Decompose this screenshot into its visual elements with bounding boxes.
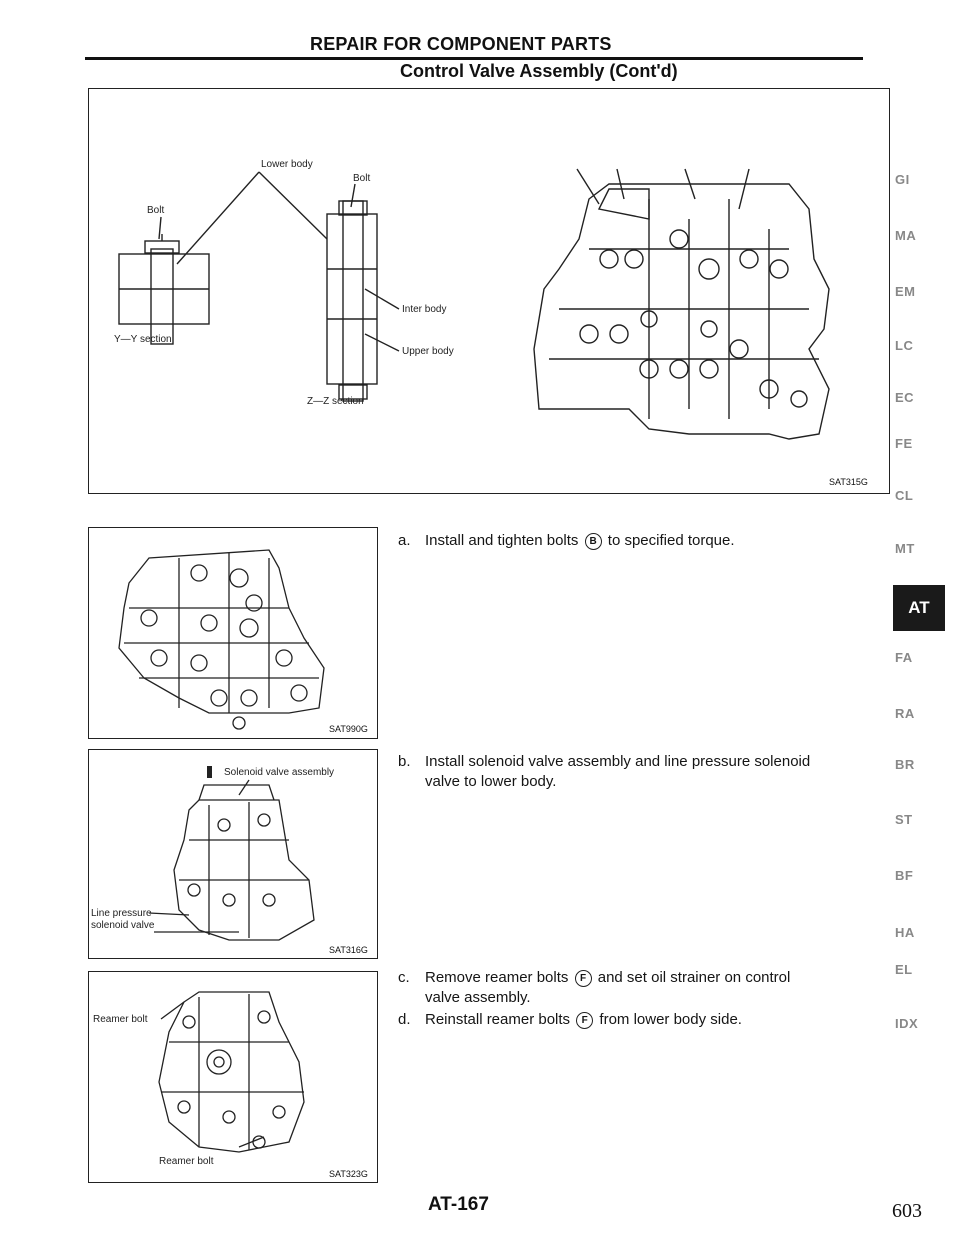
side-tab-cl[interactable]: CL xyxy=(895,488,914,503)
bolt-f-marker: F xyxy=(574,969,592,987)
step-d: d. Reinstall reamer bolts F from lower bo… xyxy=(398,1010,742,1030)
figure-2-code: SAT316G xyxy=(329,945,368,955)
step-b-label: b. xyxy=(398,753,411,770)
side-tab-ra[interactable]: RA xyxy=(895,706,915,721)
section-title: REPAIR FOR COMPONENT PARTS xyxy=(310,34,612,54)
side-tab-fe[interactable]: FE xyxy=(895,436,913,451)
label-zz-section: Z—Z section xyxy=(307,396,364,407)
step-d-label: d. xyxy=(398,1011,411,1028)
step-c-text-1: Remove reamer bolts xyxy=(425,969,569,986)
header-rule xyxy=(85,57,863,60)
figure-1: SAT990G xyxy=(88,527,378,739)
valve-body-bolts-b-diagram xyxy=(118,549,325,730)
side-tab-ec[interactable]: EC xyxy=(895,390,915,405)
side-tab-br[interactable]: BR xyxy=(895,757,915,772)
step-b-line-1: Install solenoid valve assembly and line… xyxy=(425,753,811,770)
label-reamer-bolt-top: Reamer bolt xyxy=(93,1014,148,1025)
side-tab-at-active[interactable]: AT xyxy=(893,585,945,631)
label-line-pressure-2: solenoid valve xyxy=(91,920,155,931)
label-inter-body: Inter body xyxy=(402,304,446,315)
step-d-text-2: from lower body side. xyxy=(599,1011,742,1028)
side-tab-fa[interactable]: FA xyxy=(895,650,913,665)
step-b: b. Install solenoid valve assembly and li… xyxy=(398,752,810,792)
side-tab-mt[interactable]: MT xyxy=(895,541,915,556)
side-tab-st[interactable]: ST xyxy=(895,812,913,827)
side-tab-lc[interactable]: LC xyxy=(895,338,914,353)
page-subtitle: Control Valve Assembly (Cont'd) xyxy=(400,61,678,81)
step-a: a. Install and tighten bolts B to specifi… xyxy=(398,531,735,551)
control-valve-section-diagram: Lower body Bolt Bolt Inter body Upper bo… xyxy=(114,159,830,440)
side-tab-em[interactable]: EM xyxy=(895,284,916,299)
bolt-b-marker: B xyxy=(584,532,602,550)
side-tab-gi[interactable]: GI xyxy=(895,172,910,187)
side-tab-idx[interactable]: IDX xyxy=(895,1016,919,1031)
reamer-bolts-diagram: Reamer bolt Reamer bolt xyxy=(93,991,305,1167)
side-tab-el[interactable]: EL xyxy=(895,962,913,977)
label-solenoid-assembly: Solenoid valve assembly xyxy=(224,767,334,778)
step-a-text-2: to specified torque. xyxy=(607,532,735,549)
side-tab-ma[interactable]: MA xyxy=(895,228,917,243)
step-a-label: a. xyxy=(398,532,411,549)
figure-1-code: SAT990G xyxy=(329,724,368,734)
step-c-label: c. xyxy=(398,969,410,986)
step-a-text-1: Install and tighten bolts xyxy=(425,532,579,549)
label-upper-body: Upper body xyxy=(402,346,454,357)
bolt-f-marker: F xyxy=(576,1011,594,1029)
step-c: c. Remove reamer bolts F and set oil stra… xyxy=(398,968,790,1008)
label-lower-body: Lower body xyxy=(261,159,313,170)
page-number: 603 xyxy=(892,1200,922,1222)
label-bolt-e: Bolt xyxy=(147,205,164,216)
step-b-line-2: valve to lower body. xyxy=(425,773,557,790)
label-reamer-bolt-bottom: Reamer bolt xyxy=(159,1156,214,1167)
figure-3-code: SAT323G xyxy=(329,1169,368,1179)
figure-top: Lower body Bolt Bolt Inter body Upper bo… xyxy=(88,88,890,494)
figure-3: Reamer bolt Reamer bolt SAT323G xyxy=(88,971,378,1183)
label-line-pressure-1: Line pressure xyxy=(91,908,152,919)
label-bolt-f: Bolt xyxy=(353,173,370,184)
step-c-text-2: and set oil strainer on control xyxy=(597,969,791,986)
page-code: AT-167 xyxy=(428,1194,489,1215)
figure-2: Solenoid valve assembly Line pressure so… xyxy=(88,749,378,959)
label-yy-section: Y—Y section xyxy=(114,334,172,345)
figure-top-code: SAT315G xyxy=(829,477,868,487)
side-tab-ha[interactable]: HA xyxy=(895,925,915,940)
side-tab-bf[interactable]: BF xyxy=(895,868,914,883)
solenoid-valve-assembly-diagram: Solenoid valve assembly Line pressure so… xyxy=(91,766,334,941)
step-c-line-2: valve assembly. xyxy=(425,989,531,1006)
step-d-text-1: Reinstall reamer bolts xyxy=(425,1011,571,1028)
